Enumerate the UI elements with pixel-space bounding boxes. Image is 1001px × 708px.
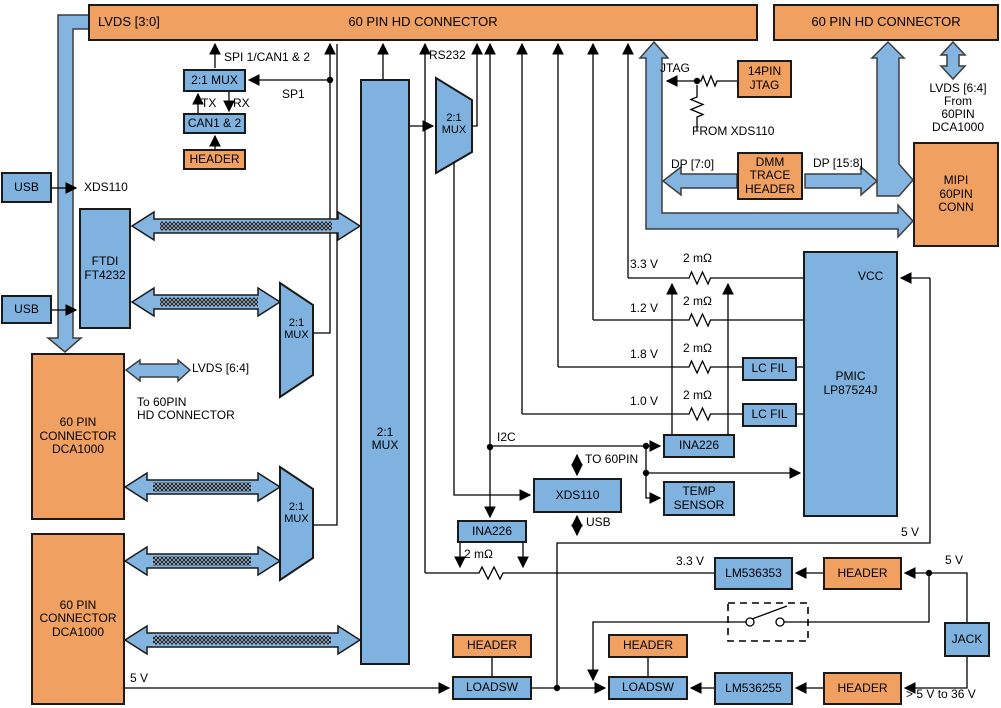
tx-label: TX [201, 96, 217, 110]
ftdi-ft4232: FTDI FT4232 [79, 208, 131, 329]
loadsw-2: LOADSW [608, 676, 688, 700]
can-transceiver: CAN1 & 2 [183, 113, 246, 134]
shunt-label-3: 2 mΩ [683, 341, 712, 355]
shunt-label-1: 2 mΩ [683, 251, 712, 265]
header-3: HEADER [823, 557, 902, 590]
sp1-label: SP1 [282, 87, 305, 101]
shunt-label-2: 2 mΩ [683, 294, 712, 308]
usb-net-label: USB [586, 515, 611, 529]
rs232-mux-shape [435, 76, 473, 175]
lvds64-left-label: LVDS [6:4] [192, 361, 250, 375]
v5-dca-label: 5 V [130, 671, 149, 685]
dp70-label: DP [7:0] [671, 157, 715, 171]
lc-filter-2: LC FIL [742, 403, 797, 427]
ina226-right: INA226 [663, 434, 735, 458]
hd-connector-right: 60 PIN HD CONNECTOR [773, 4, 999, 41]
shunt-label-5: 2 mΩ [464, 547, 493, 561]
lvds30-label: LVDS [3:0] [98, 14, 160, 30]
bus-dp70-arrow [661, 165, 738, 197]
bus-lvds64-left-arrow [124, 358, 192, 383]
hd-connector-left: LVDS [3:0] 60 PIN HD CONNECTOR [88, 4, 758, 41]
upper-mux-shape [279, 281, 314, 399]
hd-connector-left-title: 60 PIN HD CONNECTOR [348, 14, 498, 30]
bypass-switch [727, 602, 809, 642]
to-60pin-label: TO 60PIN [585, 452, 639, 466]
mipi-60pin-conn: MIPI 60PIN CONN [913, 142, 999, 247]
usb-port-bottom: USB [1, 295, 52, 324]
power-jack: JACK [944, 622, 990, 657]
jtag-label: JTAG [660, 61, 690, 75]
bus-arrows [45, 14, 967, 383]
v5-pmic-label: 5 V [901, 525, 920, 539]
ina226-center: INA226 [457, 520, 527, 543]
rail-1v0-label: 1.0 V [630, 394, 659, 408]
vin-range-label: > 5 V to 36 V [906, 687, 976, 701]
upper-mux-label: 2:1 MUX [284, 317, 309, 342]
rail-3v3-label: 3.3 V [630, 257, 659, 271]
header-1: HEADER [452, 634, 532, 658]
lm536353-buck: LM536353 [714, 557, 793, 590]
dca1000-connector-top: 60 PIN CONNECTOR DCA1000 [31, 353, 125, 520]
header-2: HEADER [608, 634, 688, 658]
xds110-block: XDS110 [533, 478, 622, 513]
header-4: HEADER [823, 672, 902, 705]
dmm-trace-header: DMM TRACE HEADER [737, 152, 803, 200]
usb-port-top: USB [1, 172, 52, 203]
spi-can-mux: 2:1 MUX [183, 69, 246, 92]
to-60pin-hd-label: To 60PIN HD CONNECTOR [137, 395, 235, 423]
can-header: HEADER [183, 149, 246, 170]
i2c-label: I2C [497, 430, 516, 444]
mux-select-wires [313, 42, 338, 526]
temp-sensor: TEMP SENSOR [663, 481, 735, 516]
shunt-label-4: 2 mΩ [683, 388, 712, 402]
lower-mux-shape [279, 465, 314, 582]
v5-jack-label: 5 V [945, 553, 964, 567]
spi-can-net-label: SPI 1/CAN1 & 2 [224, 50, 311, 64]
rx-label: RX [233, 96, 250, 110]
hd-connector-right-title: 60 PIN HD CONNECTOR [811, 14, 961, 30]
rs232-label: RS232 [429, 48, 466, 62]
big-mux [360, 79, 410, 665]
rail-1v8-label: 1.8 V [630, 347, 659, 361]
lc-filter-1: LC FIL [742, 357, 797, 381]
rs232-mux-label: 2:1 MUX [441, 112, 467, 137]
bus-dp-right [870, 40, 914, 197]
big-mux-label: 2:1 MUX [371, 425, 399, 453]
hatched-data-buses [123, 210, 362, 656]
dp158-label: DP [15:8] [813, 156, 863, 170]
vcc-pin-label: VCC [858, 269, 884, 283]
pmic-lp87524j: PMIC LP87524J [803, 251, 898, 517]
dca1000-connector-bottom: 60 PIN CONNECTOR DCA1000 [31, 533, 125, 705]
junction-dots [326, 76, 933, 692]
loadsw-1: LOADSW [452, 676, 532, 700]
trapezoid-muxes [279, 76, 473, 582]
bus-lvds64-right-arrow [939, 40, 967, 81]
from-xds110-label: FROM XDS110 [692, 124, 775, 138]
lvds64-right-label: LVDS [6:4] From 60PIN DCA1000 [929, 81, 987, 134]
v33-out-label: 3.3 V [676, 554, 705, 568]
bus-dp158-arrow [804, 165, 879, 197]
xds110-ref-label: XDS110 [84, 180, 128, 194]
jtag-14pin-header: 14PIN JTAG [737, 60, 792, 98]
lower-mux-label: 2:1 MUX [284, 501, 309, 526]
rail-1v2-label: 1.2 V [630, 301, 659, 315]
lm536255-buck: LM536255 [714, 672, 793, 705]
